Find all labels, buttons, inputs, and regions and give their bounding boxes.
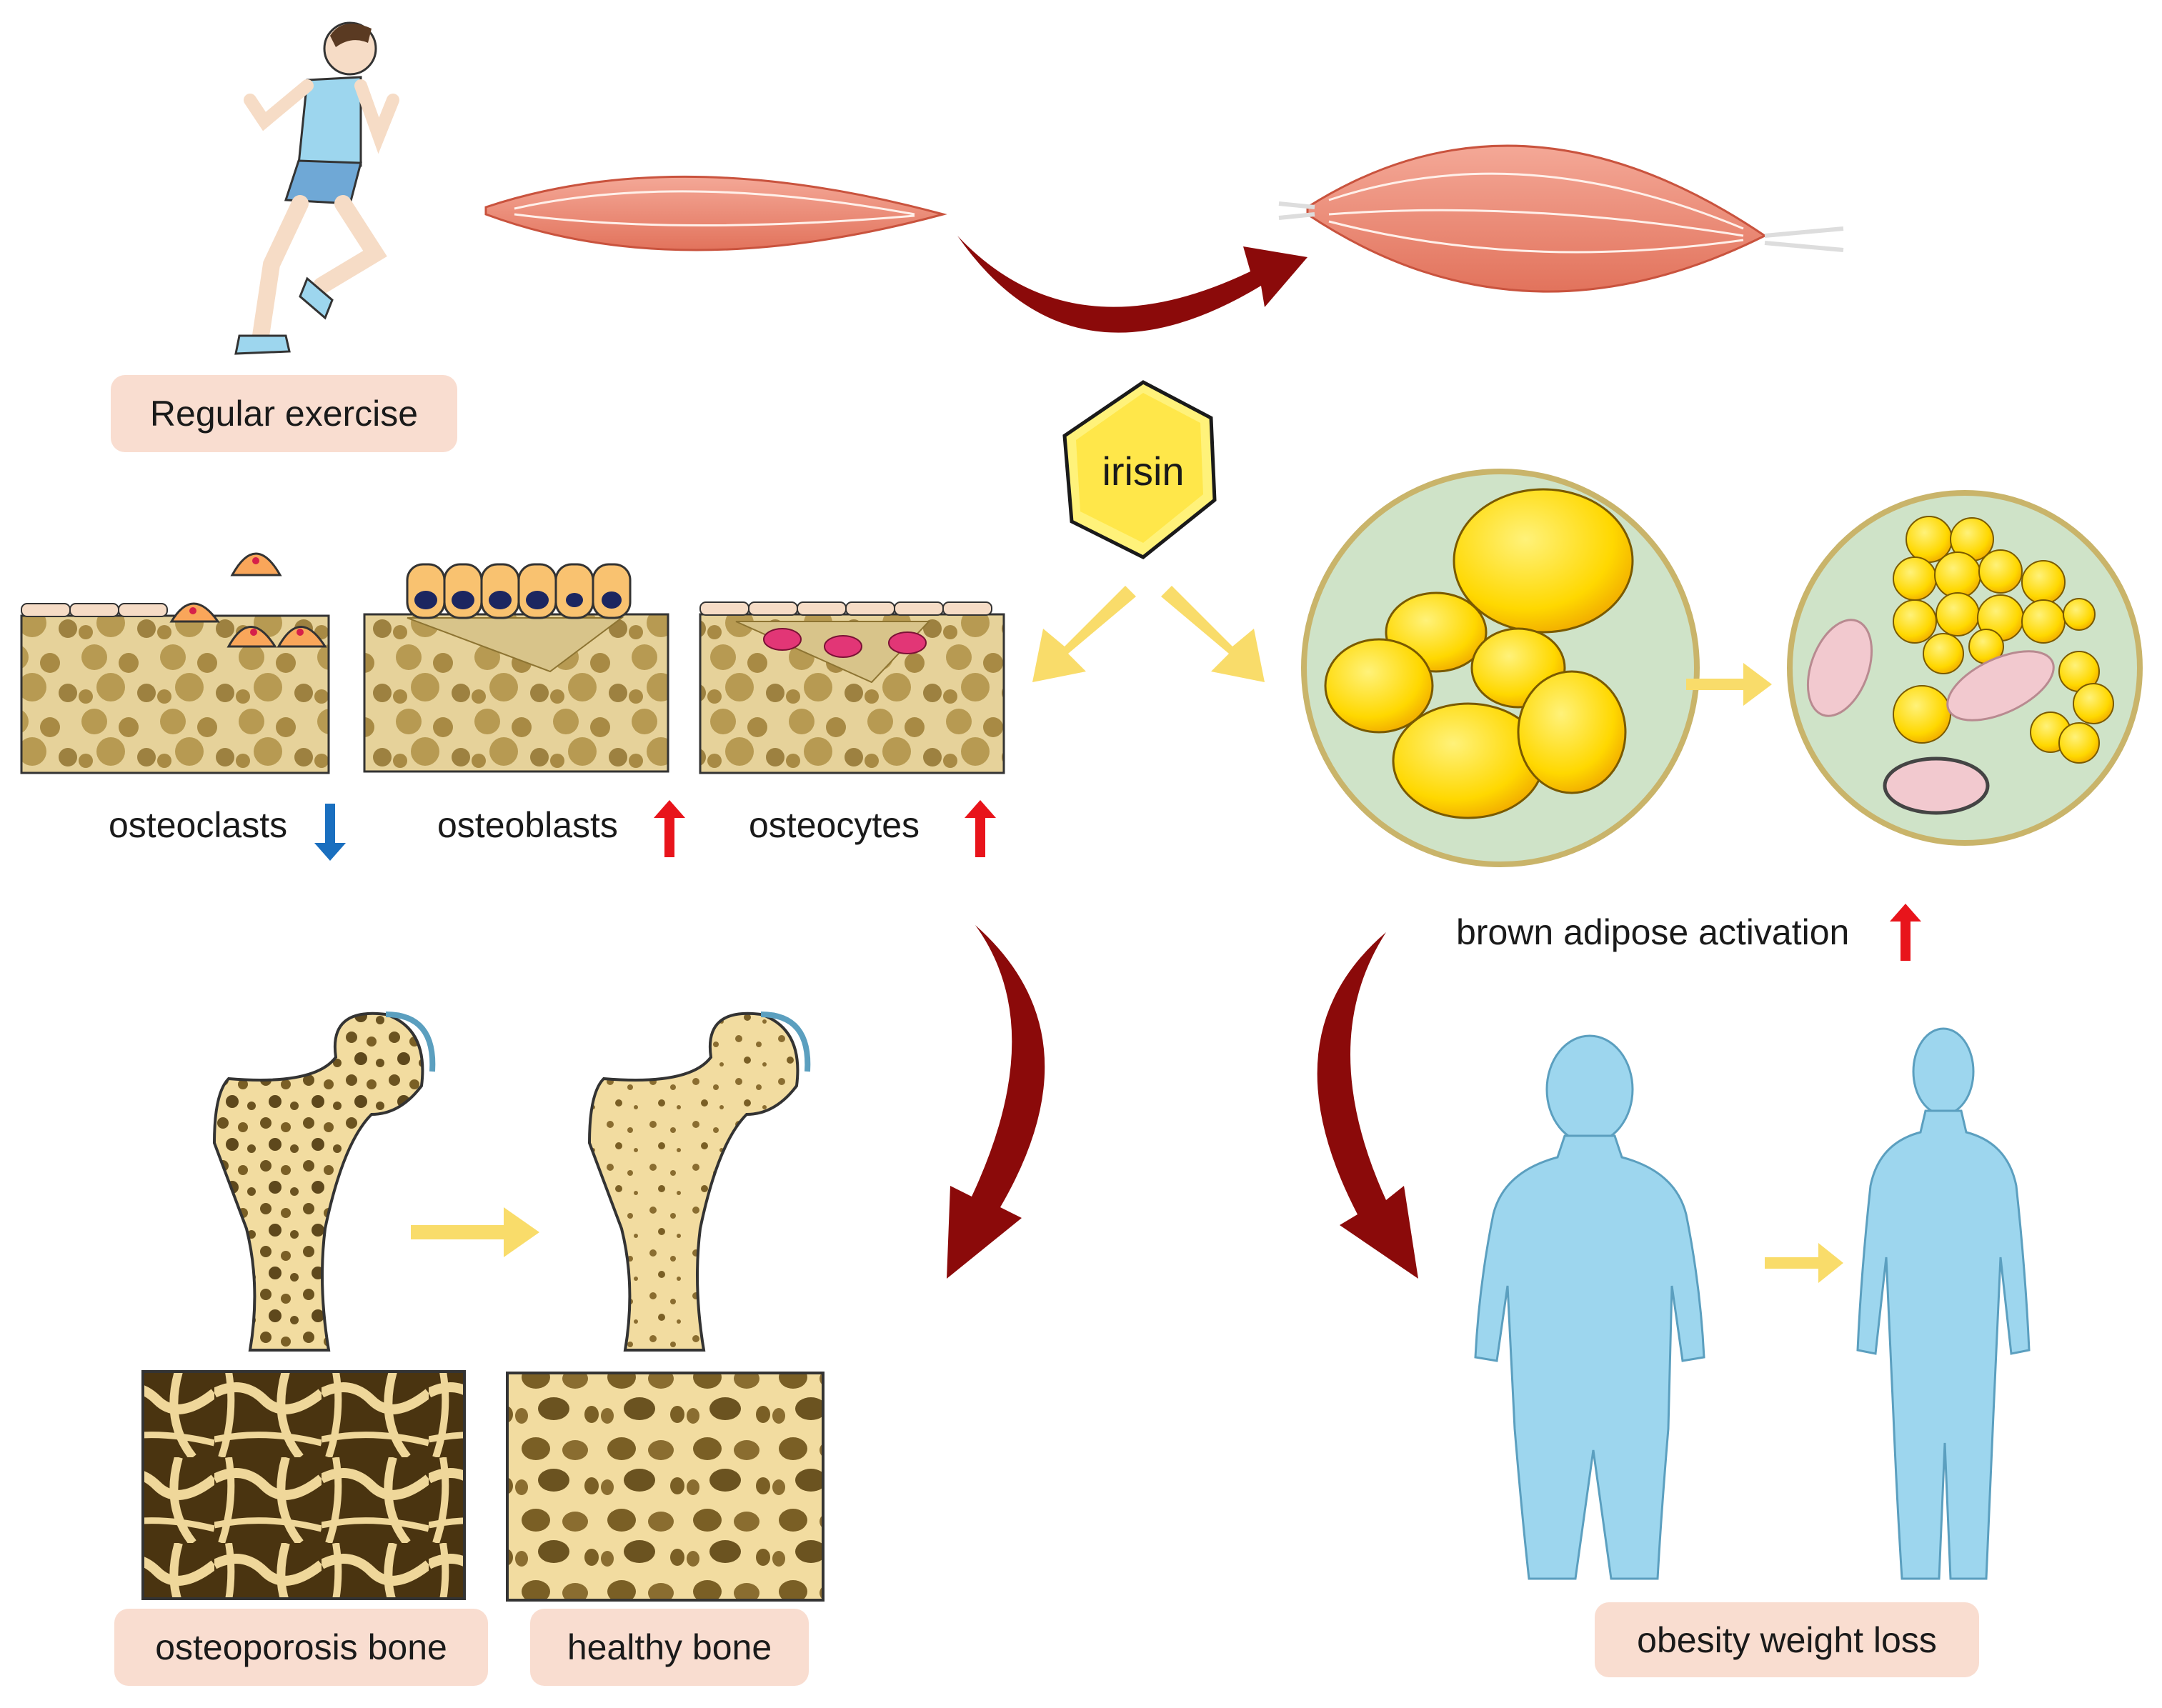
label-healthy-bone: healthy bone [530, 1609, 809, 1686]
healthy-bone-text: healthy bone [567, 1627, 772, 1667]
mitochondria-icon [1806, 619, 2055, 815]
yellow-arrow [1765, 1243, 1843, 1283]
label-osteoporosis-bone: osteoporosis bone [114, 1609, 488, 1686]
white-adipose-circle [1301, 469, 1700, 867]
obesity-weight-loss-text: obesity weight loss [1637, 1619, 1937, 1660]
osteoporosis-tissue [141, 1370, 466, 1600]
muscle-icon [1278, 144, 1844, 293]
muscle-icon [484, 175, 947, 251]
irisin-label: irisin [1102, 449, 1185, 494]
label-regular-exercise: Regular exercise [111, 375, 457, 452]
curved-arrow-left [947, 925, 1045, 1279]
body-silhouette-icon [1474, 1034, 1705, 1580]
down-arrow-icon [314, 804, 346, 861]
yellow-arrow [1161, 586, 1265, 682]
yellow-arrow [1686, 663, 1772, 706]
up-arrow-icon [1890, 904, 1921, 961]
brown-adipose-circle [1787, 490, 2143, 846]
up-arrow-icon [654, 800, 685, 857]
label-obesity-weight-loss: obesity weight loss [1595, 1602, 1979, 1677]
osteocytes-label: osteocytes [749, 805, 920, 845]
osteoporosis-bone-text: osteoporosis bone [155, 1627, 447, 1667]
osteoclast-tissue [20, 552, 330, 774]
curved-arrow-right [1317, 932, 1418, 1279]
osteoclasts-label: osteoclasts [109, 805, 288, 845]
osteocyte-tissue [699, 601, 1005, 774]
femur-icon [587, 1012, 811, 1352]
up-arrow-icon [965, 800, 996, 857]
regular-exercise-text: Regular exercise [149, 394, 419, 434]
yellow-arrow [1032, 586, 1136, 682]
yellow-arrow [411, 1207, 539, 1257]
brown-adipose-activation-label: brown adipose activation [1456, 912, 1850, 952]
osteoblasts-label: osteoblasts [437, 805, 618, 845]
curved-arrow-top [957, 236, 1307, 333]
femur-icon [212, 1012, 436, 1352]
body-silhouette-icon [1856, 1027, 2031, 1580]
runner-icon [234, 21, 399, 355]
healthy-tissue [506, 1372, 825, 1602]
osteoblast-tissue [363, 563, 669, 773]
